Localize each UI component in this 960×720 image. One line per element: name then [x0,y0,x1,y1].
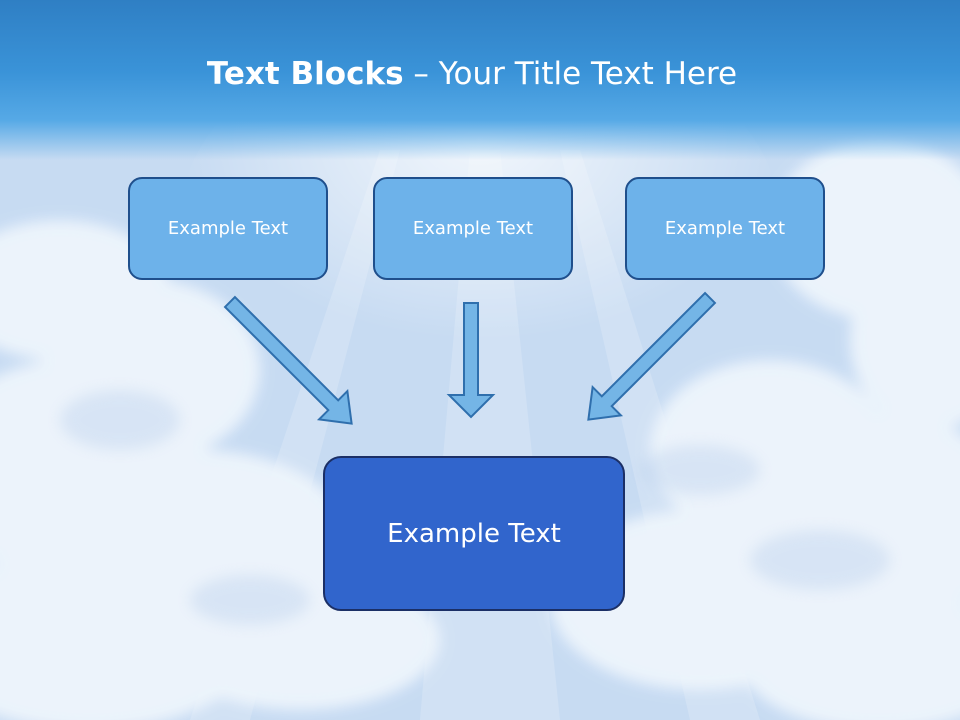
text-block-1[interactable]: Example Text [128,177,328,280]
arrow-left [223,295,353,425]
arrow-center [446,302,496,419]
text-block-main[interactable]: Example Text [323,456,625,611]
slide-title: Text Blocks – Your Title Text Here [0,54,944,94]
text-block-3[interactable]: Example Text [625,177,825,280]
arrow-right [587,291,717,421]
title-rest: Your Title Text Here [438,56,738,92]
title-bold: Text Blocks [206,56,404,92]
title-band [0,0,960,160]
title-separator: – [403,56,439,92]
text-block-2[interactable]: Example Text [373,177,573,280]
